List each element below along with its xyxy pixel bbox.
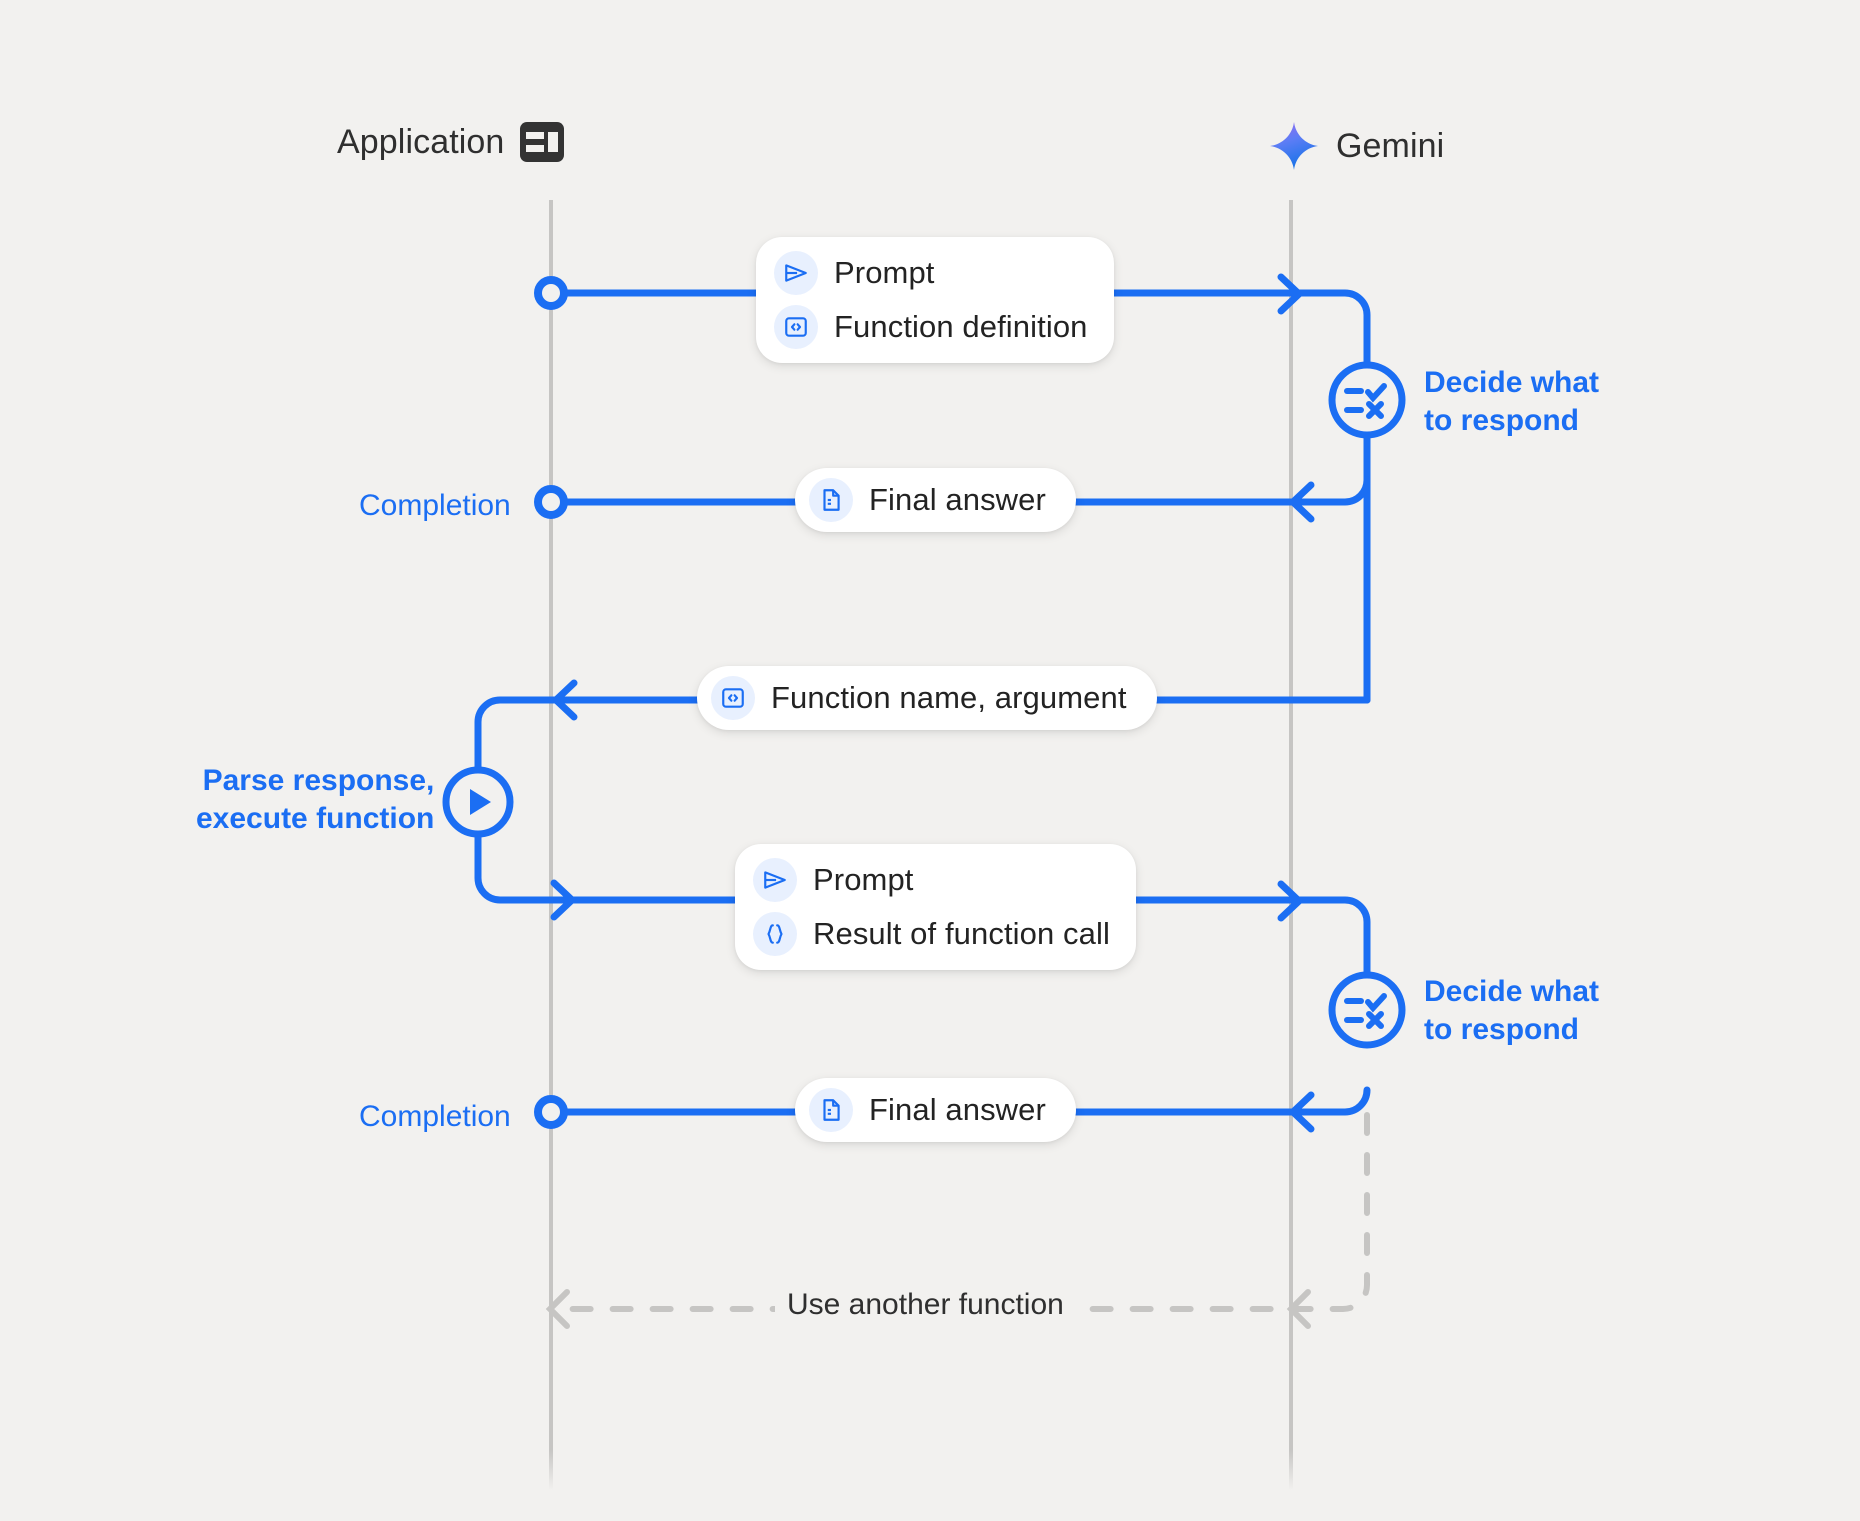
message-bubble-final-answer-1[interactable]: Final answer (795, 468, 1076, 532)
bubble-row-label: Prompt (834, 255, 935, 290)
caption-decide-what-to-respond-2: Decide what to respond (1424, 975, 1600, 1047)
bubble-row-label: Final answer (869, 482, 1046, 517)
bubble-row: Final answer (809, 1088, 1046, 1132)
send-icon (774, 251, 818, 295)
lifeline-gemini (1289, 200, 1293, 1490)
message-bubble-prompt-function-definition[interactable]: Prompt Function definition (756, 237, 1114, 363)
bubble-row: Result of function call (753, 912, 1110, 956)
caption-decide-what-to-respond-1: Decide what to respond (1424, 366, 1600, 438)
bubble-row: Prompt (753, 858, 1110, 902)
bubble-row: Final answer (809, 478, 1046, 522)
bubble-row-label: Function definition (834, 309, 1088, 344)
code-brackets-icon (711, 676, 755, 720)
bubble-row: Function name, argument (711, 676, 1127, 720)
message-bubble-function-name-argument[interactable]: Function name, argument (697, 666, 1157, 730)
gemini-label: Gemini (1336, 126, 1445, 165)
curly-braces-icon (753, 912, 797, 956)
application-label: Application (337, 122, 505, 161)
gemini-sparkle-icon (1268, 120, 1320, 172)
application-window-icon (520, 122, 565, 162)
code-brackets-icon (774, 305, 818, 349)
bubble-row: Function definition (774, 305, 1088, 349)
column-header-application: Application (337, 122, 565, 162)
bubble-row: Prompt (774, 251, 1088, 295)
decision-node-1 (1328, 361, 1406, 439)
column-header-gemini: Gemini (1268, 120, 1444, 172)
decision-node-2 (1328, 971, 1406, 1049)
bubble-row-label: Prompt (813, 862, 914, 897)
bubble-row-label: Function name, argument (771, 680, 1127, 715)
caption-completion-1: Completion (359, 489, 511, 522)
execute-node (442, 766, 514, 838)
bubble-row-label: Result of function call (813, 916, 1110, 951)
caption-parse-response-execute-function: Parse response, execute function (196, 764, 435, 836)
caption-completion-2: Completion (359, 1100, 511, 1133)
document-icon (809, 1088, 853, 1132)
send-icon (753, 858, 797, 902)
loop-back-label: Use another function (775, 1288, 1076, 1322)
document-icon (809, 478, 853, 522)
message-bubble-final-answer-2[interactable]: Final answer (795, 1078, 1076, 1142)
lifeline-application (549, 200, 553, 1490)
message-bubble-prompt-result-of-function-call[interactable]: Prompt Result of function call (735, 844, 1136, 970)
bubble-row-label: Final answer (869, 1092, 1046, 1127)
